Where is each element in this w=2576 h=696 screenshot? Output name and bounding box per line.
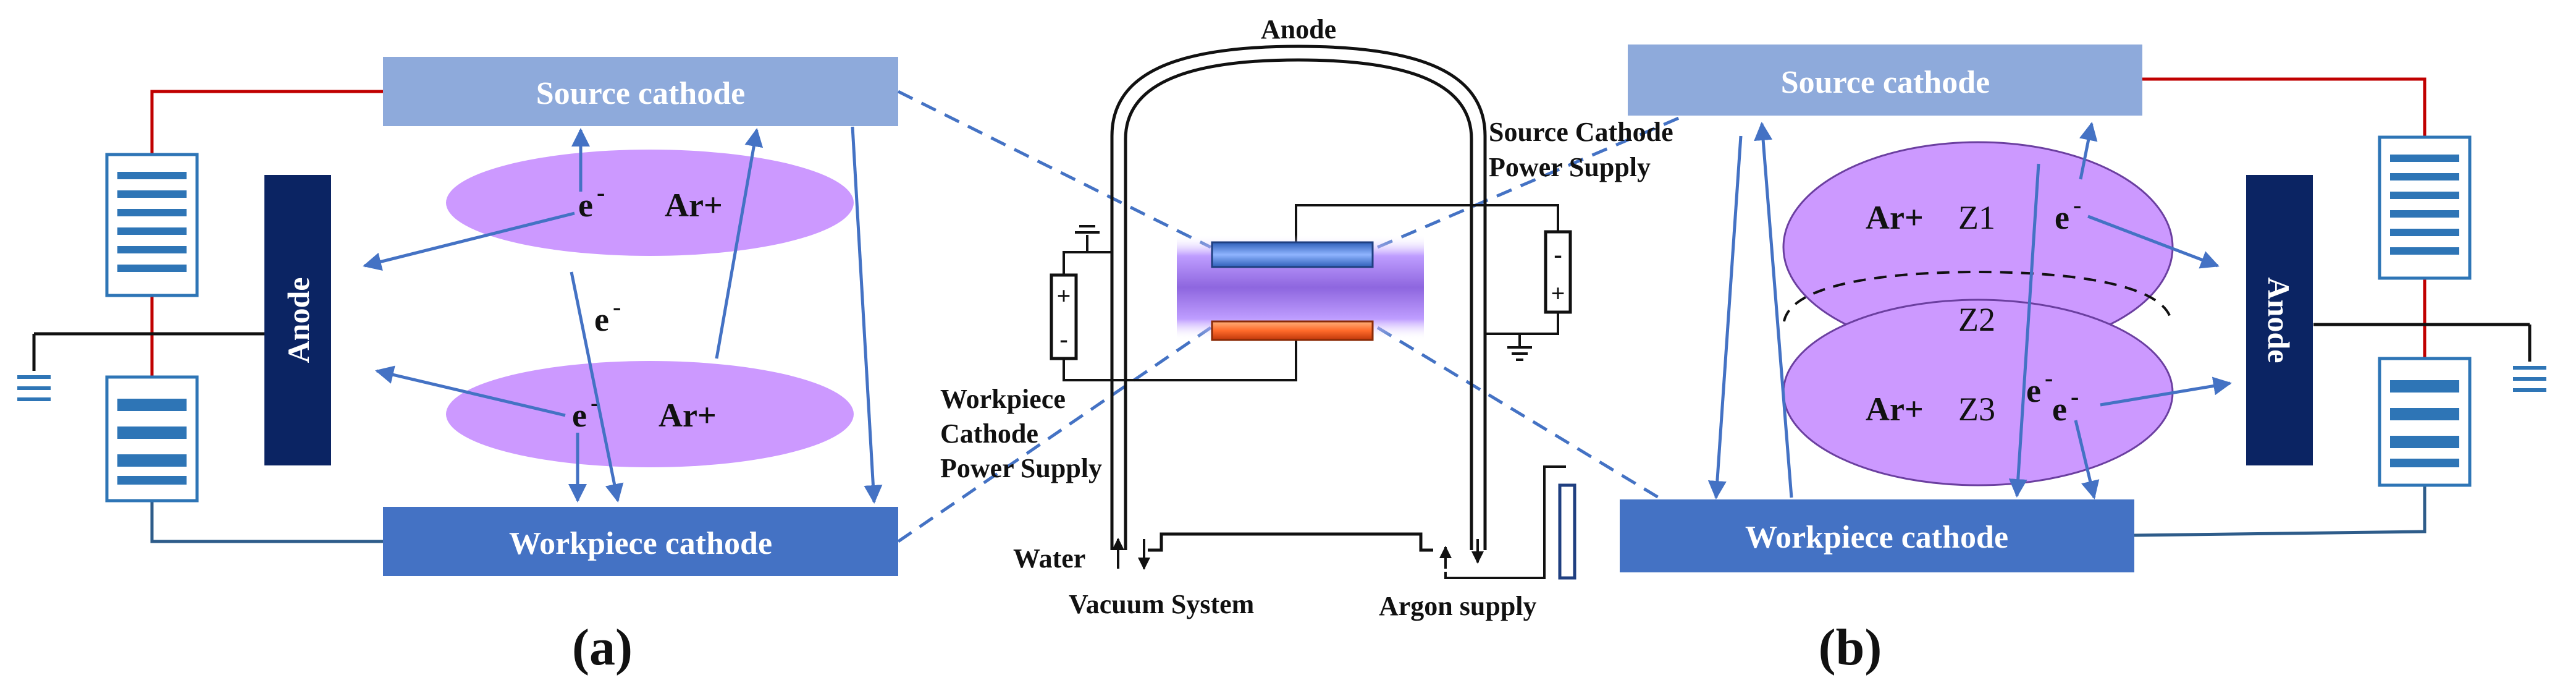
electron-upper-sup-b: - [2073,191,2081,219]
top-electrode [1211,241,1374,268]
argon-label: Argon supply [1379,591,1537,621]
source-ps-label-2: Power Supply [1489,152,1651,182]
source-cathode-label-a: Source cathode [536,76,745,111]
electron-lower-b2: e [2052,391,2067,428]
panel-center: Anode - + + - [940,14,1673,621]
source-cathode-box-a [383,57,898,126]
ground-icon-center-left [1075,225,1100,234]
panel-b: Anode Source cathode Workpiece cathode A… [1620,45,2546,676]
chamber-wall-inner [1124,58,1473,550]
ion-upper-a: Ar+ [665,187,723,224]
electron-lower-b1-sup: - [2045,364,2053,392]
plasma-overlap-dashed [1783,270,2173,322]
vacuum-label: Vacuum System [1069,589,1254,619]
electron-upper-sup-a: - [597,179,605,206]
argon-cylinder-icon [1558,483,1576,580]
ground-icon-center-right [1507,346,1532,361]
source-ps-battery-icon: - + [1544,230,1572,314]
workpiece-cathode-label-a: Workpiece cathode [509,526,772,561]
electron-lower-b2-sup: - [2071,383,2079,410]
workpiece-cathode-box-b [1620,499,2134,572]
plasma-upper-a [446,150,854,256]
plasma-lower-a [446,361,854,467]
anode-label-a: Anode [281,278,316,363]
workpiece-ps-label-2: Cathode [940,418,1038,449]
chamber-floor [1148,532,1433,552]
anode-label-b: Anode [2262,278,2296,363]
ion-lower-b: Ar+ [1866,391,1924,428]
caption-b: (b) [1819,619,1882,676]
anode-bar-b [2246,175,2313,465]
electron-middle-sup-a: - [613,293,621,321]
anode-bar-a [264,175,331,465]
zone-z2: Z2 [1958,301,1995,338]
zone-z1: Z1 [1958,199,1995,236]
electron-upper-a: e [578,187,593,224]
blue-wire-bottom-a [150,501,383,543]
water-label: Water [1013,543,1085,574]
particle-arrows-a [363,126,883,504]
svg-text:-: - [1059,325,1067,353]
argon-line [1444,465,1566,579]
source-ps-label-1: Source Cathode [1489,117,1673,147]
battery-icon-lower-a [105,375,199,503]
svg-text:+: + [1057,282,1071,310]
chamber-wall-outer [1110,45,1487,550]
ion-upper-b: Ar+ [1866,199,1924,236]
bottom-electrode [1211,320,1374,341]
workpiece-cathode-box-a [383,507,898,576]
blue-wire-bottom-b [2134,485,2427,537]
electron-middle-a: e [594,301,609,338]
caption-a: (a) [572,619,633,676]
ground-icon-a [17,375,51,401]
workpiece-ps-label-1: Workpiece [940,384,1066,414]
anode-label-center: Anode [1261,14,1336,45]
panel-a: Anode Source cathode Workpiece cathode e… [17,57,898,676]
workpiece-ps-battery-icon: + - [1050,273,1078,360]
ground-icon-b [2513,366,2546,392]
workpiece-ps-wire [1063,339,1297,381]
zone-z3: Z3 [1958,391,1995,428]
workpiece-ps-label-3: Power Supply [940,453,1102,483]
battery-icon-upper-a [105,153,199,297]
svg-text:-: - [1554,240,1562,268]
source-ps-wire [1295,204,1559,242]
red-wire-top-b [2142,77,2427,137]
red-wire-top-a [150,90,383,155]
electron-upper-b: e [2055,199,2069,236]
source-cathode-box-b [1628,45,2142,116]
electron-lower-b1: e [2026,372,2041,409]
particle-arrows-b [1707,122,2232,499]
electron-lower-a: e [572,397,587,434]
workpiece-cathode-label-b: Workpiece cathode [1745,520,2008,555]
source-cathode-label-b: Source cathode [1781,65,1990,100]
battery-icon-lower-b [2378,357,2472,487]
zoom-connectors [897,90,1681,543]
svg-text:+: + [1551,279,1565,307]
battery-icon-upper-b [2378,135,2472,280]
ion-lower-a: Ar+ [659,397,717,434]
